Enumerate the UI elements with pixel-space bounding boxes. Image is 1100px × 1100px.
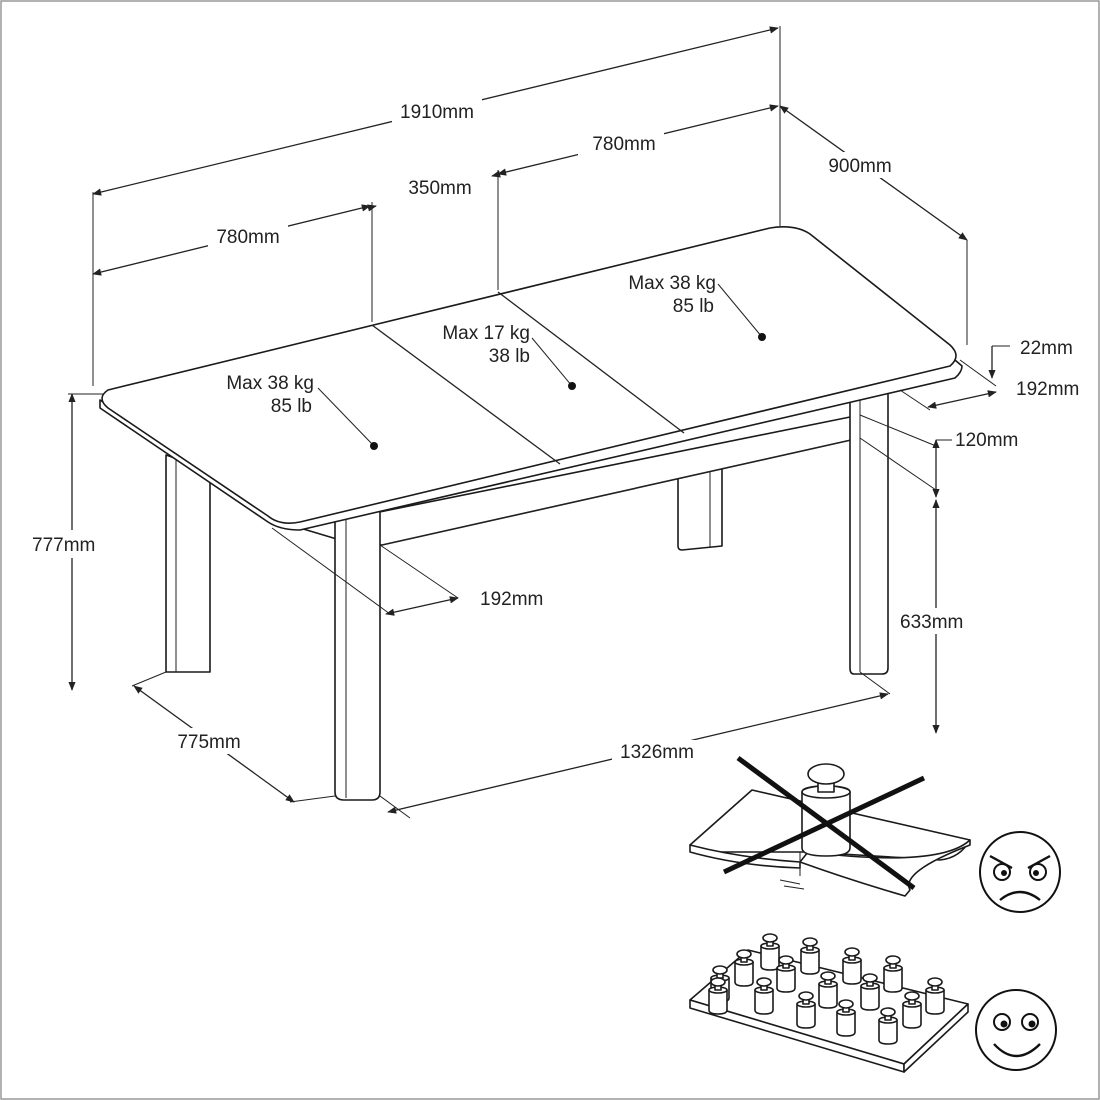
dim-overall-height: 777mm <box>32 535 95 556</box>
small-weight-icon <box>902 991 922 1029</box>
dim-leg-clearance: 633mm <box>900 612 963 633</box>
dim-apron-height: 120mm <box>955 430 1018 451</box>
load-right-lb: 85 lb <box>673 296 714 317</box>
dim-overall-length: 1910mm <box>400 102 474 123</box>
leg-front-left <box>334 509 381 801</box>
leaf-divider-right <box>497 291 685 434</box>
load-middle-kg: Max 17 kg <box>442 323 530 344</box>
small-weight-icon <box>754 977 774 1015</box>
dimension-labels: 1910mm 780mm 350mm 780mm 900mm 22mm 192m… <box>32 102 1079 763</box>
label-backgrounds <box>28 98 976 764</box>
load-middle-lb: 38 lb <box>489 346 530 367</box>
small-weight-icon <box>760 933 780 971</box>
small-weight-icon <box>925 977 945 1015</box>
load-dot-left <box>370 442 378 450</box>
load-left-lb: 85 lb <box>271 396 312 417</box>
small-weight-icon <box>883 955 903 993</box>
load-right-kg: Max 38 kg <box>628 273 716 294</box>
small-weight-icon <box>708 977 728 1015</box>
small-weight-icon <box>818 971 838 1009</box>
small-weight-icon <box>734 949 754 987</box>
small-weight-icon <box>842 947 862 985</box>
apron <box>299 414 861 546</box>
load-left-kg: Max 38 kg <box>226 373 314 394</box>
dim-leg-spacing-depth: 775mm <box>177 732 240 753</box>
leaf-divider-left <box>371 324 561 465</box>
dim-extension: 350mm <box>408 178 471 199</box>
load-labels: Max 38 kg 85 lb Max 17 kg 38 lb Max 38 k… <box>226 273 716 417</box>
small-weights <box>708 933 945 1045</box>
point-load-wrong-icon <box>689 755 971 897</box>
small-weight-icon <box>836 999 856 1037</box>
dim-leaf-right: 780mm <box>592 134 655 155</box>
small-weight-icon <box>860 973 880 1011</box>
angry-face-icon <box>979 831 1061 913</box>
load-dot-right <box>758 333 766 341</box>
load-dot-middle <box>568 382 576 390</box>
small-weight-icon <box>776 955 796 993</box>
dim-overhang-front: 192mm <box>480 589 543 610</box>
dim-leaf-left: 780mm <box>216 227 279 248</box>
small-weight-icon <box>878 1007 898 1045</box>
dim-depth: 900mm <box>828 156 891 177</box>
leg-back-left <box>165 454 211 673</box>
table-drawing <box>99 226 963 801</box>
happy-face-icon <box>975 989 1057 1071</box>
leg-front-right <box>849 387 889 675</box>
dim-overhang-back: 192mm <box>1016 379 1079 400</box>
small-weight-icon <box>800 937 820 975</box>
dim-leg-spacing-length: 1326mm <box>620 742 694 763</box>
load-points <box>317 283 766 450</box>
small-weight-icon <box>796 991 816 1029</box>
dim-top-thickness: 22mm <box>1020 338 1073 359</box>
